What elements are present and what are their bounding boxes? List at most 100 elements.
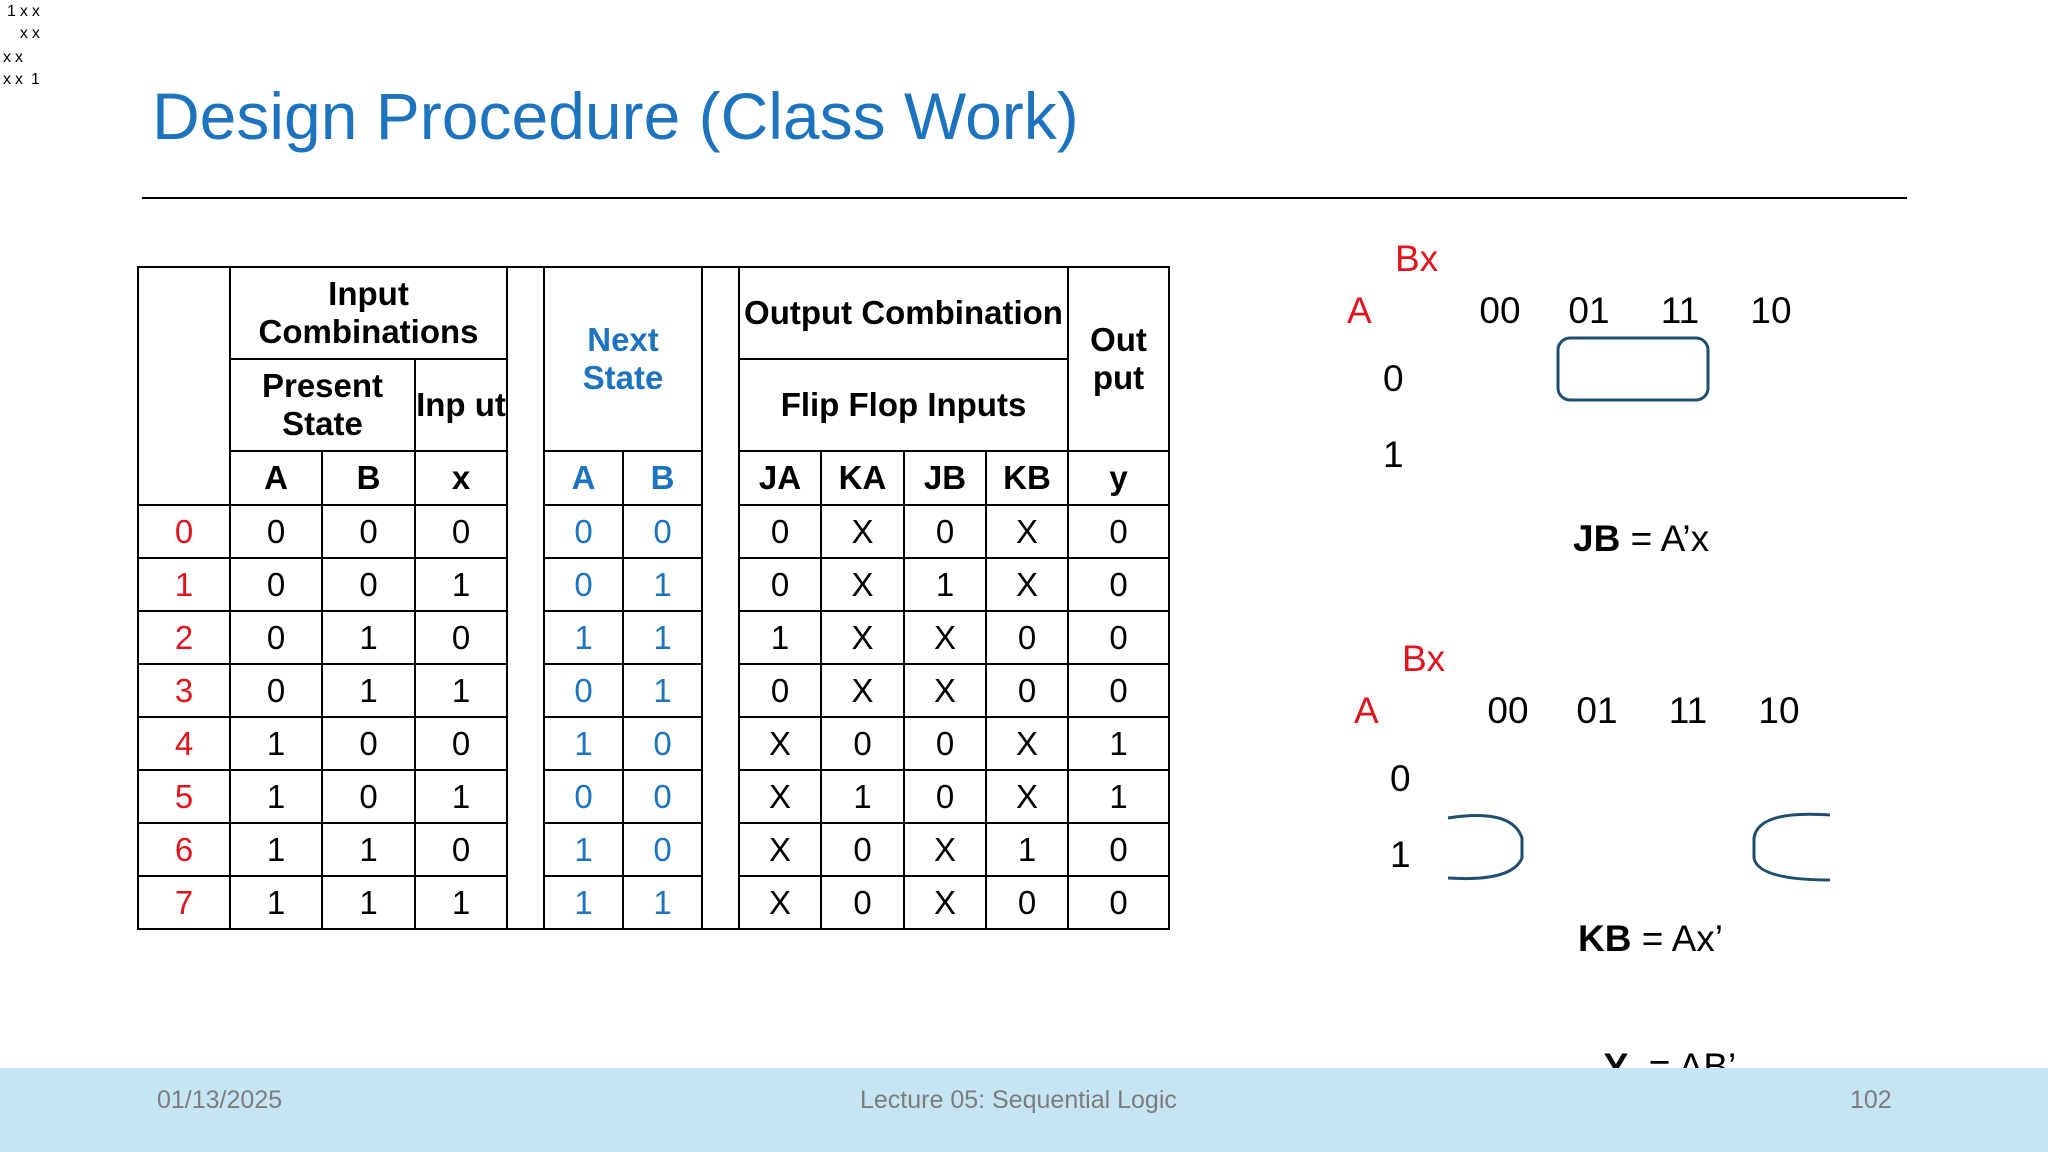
kmap-col-header: 01 (1576, 690, 1618, 731)
kmap-bx-label: Bx (1395, 238, 1439, 279)
cell: X (985, 557, 1069, 612)
kb-wrap-group-right (1752, 812, 1831, 882)
cell: X (820, 504, 905, 559)
kmap-grid: x x x x 1 (0, 46, 43, 92)
cell: 0 (820, 875, 905, 930)
kmap-cell: x (19, 3, 28, 20)
cell: 0 (414, 822, 508, 877)
cell: X (903, 875, 987, 930)
cell: 1 (414, 557, 508, 612)
cell: 0 (321, 769, 416, 824)
jb-equation: JB = A’x (1573, 518, 1709, 560)
jb-group-outline (1556, 336, 1710, 402)
table-row: 5 1 0 1 0 0 X 1 0 X 1 (137, 769, 1170, 824)
kmap-cell: x (31, 3, 40, 20)
kmap-col-header: 01 (1568, 290, 1610, 331)
cell: 0 (622, 716, 703, 771)
equation-rhs: = Ax’ (1631, 918, 1723, 959)
table-row: 4 1 0 0 1 0 X 0 0 X 1 (137, 716, 1170, 771)
cell: 1 (321, 610, 416, 665)
cell: 1 (229, 822, 323, 877)
cell: X (738, 875, 822, 930)
cell: X (738, 769, 822, 824)
cell: 0 (414, 716, 508, 771)
cell: 0 (985, 875, 1069, 930)
cell: 1 (543, 716, 624, 771)
cell: 1 (321, 822, 416, 877)
cell: X (903, 663, 987, 718)
kmap-row-header: 0 (1390, 758, 1411, 799)
cell: 0 (903, 504, 987, 559)
cell: 1 (1067, 716, 1170, 771)
cell: 0 (738, 557, 822, 612)
kmap-col-header: 11 (1660, 290, 1700, 331)
table-row: 1 0 0 1 0 1 0 X 1 X 0 (137, 557, 1170, 612)
cell: 0 (903, 769, 987, 824)
kmap-col-header: 00 (1479, 290, 1521, 331)
cell: 0 (414, 504, 508, 559)
cell: 1 (229, 769, 323, 824)
kmap-row-header: 1 (1390, 834, 1411, 875)
title-divider (142, 197, 1907, 199)
kmap-cell: x (15, 71, 23, 88)
cell: 0 (321, 504, 416, 559)
cell: 1 (622, 875, 703, 930)
kb-wrap-group-left (1447, 814, 1524, 881)
footer-lecture: Lecture 05: Sequential Logic (860, 1086, 1177, 1114)
col-header: A (229, 450, 323, 506)
output-combination-header: Output Combination (738, 266, 1069, 360)
column-gap (701, 266, 740, 930)
cell: 1 (229, 875, 323, 930)
cell: 0 (1067, 663, 1170, 718)
cell: 1 (1067, 769, 1170, 824)
cell: 1 (738, 610, 822, 665)
col-header: A (543, 450, 624, 506)
footer-page-number: 102 (1850, 1086, 1892, 1114)
kmap-cell: x (15, 49, 23, 66)
cell: 0 (229, 557, 323, 612)
cell: 0 (543, 663, 624, 718)
cell: 0 (622, 769, 703, 824)
cell: 0 (321, 557, 416, 612)
kmap-cell: x (3, 49, 11, 66)
kmap-kb: Bx A 00 01 11 10 0 1 x x x x 1 KB = Ax’ (0, 46, 2048, 959)
kmap-bx-label: Bx (1402, 638, 1446, 679)
row-index: 4 (137, 716, 231, 771)
cell: X (738, 716, 822, 771)
cell: 1 (622, 663, 703, 718)
cell: 0 (985, 610, 1069, 665)
cell: X (985, 716, 1069, 771)
equation-rhs: = A’x (1620, 518, 1710, 559)
cell: 1 (820, 769, 905, 824)
cell: 1 (321, 875, 416, 930)
input-header: Inp ut (414, 358, 508, 452)
cell: 0 (622, 822, 703, 877)
kmap-a-label: A (1354, 690, 1379, 731)
cell: X (985, 504, 1069, 559)
cell: 0 (321, 716, 416, 771)
col-header: JA (738, 450, 822, 506)
col-header: B (321, 450, 416, 506)
table-row: 3 0 1 1 0 1 0 X X 0 0 (137, 663, 1170, 718)
kb-equation: KB = Ax’ (1578, 918, 1723, 960)
col-header: KB (985, 450, 1069, 506)
kmap-grid: 1 x x x x (0, 0, 43, 46)
cell: X (738, 822, 822, 877)
cell: 0 (543, 504, 624, 559)
row-index: 5 (137, 769, 231, 824)
cell: 0 (543, 769, 624, 824)
slide-title: Design Procedure (Class Work) (152, 79, 1079, 153)
cell: 1 (543, 610, 624, 665)
next-state-header: Next State (543, 266, 703, 452)
kmap-cell: 1 (31, 71, 40, 88)
column-gap (506, 266, 545, 930)
cell: 0 (820, 716, 905, 771)
kmap-col-header: 10 (1750, 290, 1792, 331)
cell: 0 (1067, 875, 1170, 930)
cell: X (903, 610, 987, 665)
table-row: 0 0 0 0 0 0 0 X 0 X 0 (137, 504, 1170, 559)
cell: 1 (903, 557, 987, 612)
cell: 0 (622, 504, 703, 559)
flip-flop-inputs-header: Flip Flop Inputs (738, 358, 1069, 452)
kmap-row-header: 0 (1383, 358, 1404, 399)
